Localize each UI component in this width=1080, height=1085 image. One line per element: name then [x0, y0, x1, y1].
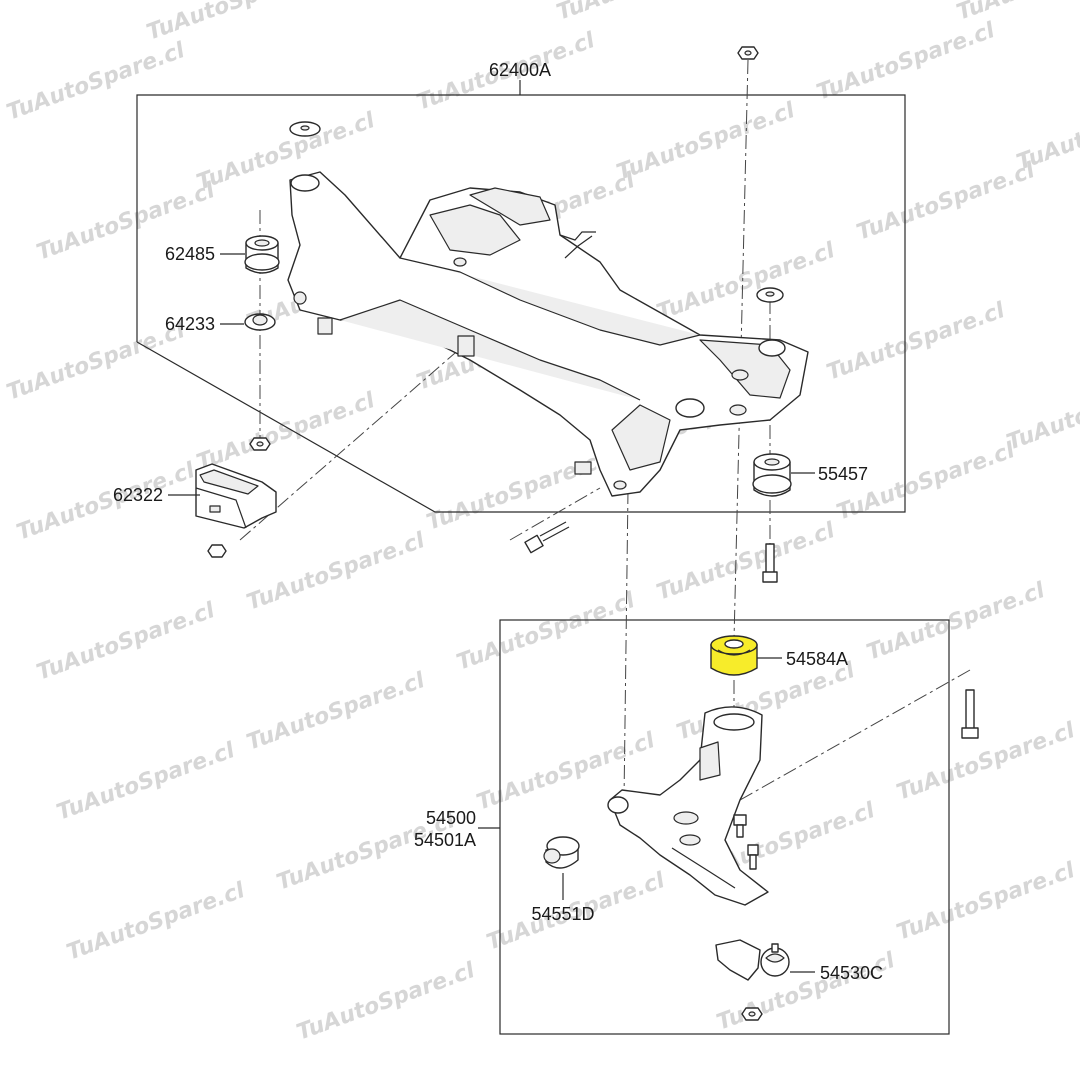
nut-bracket	[207, 544, 227, 558]
watermark-text: TuAutoSpare.cl	[194, 108, 379, 196]
label-54551d: 54551D	[531, 904, 594, 924]
watermark-text: TuAutoSpare.cl	[1004, 368, 1080, 456]
watermark-text: TuAutoSpare.cl	[454, 588, 639, 676]
ball-joint-54530c	[715, 939, 790, 981]
label-64233: 64233	[165, 314, 215, 334]
lower-arm-group-frame	[499, 619, 950, 1035]
watermark-text: TuAutoSpare.cl	[894, 718, 1079, 806]
washer-right	[756, 287, 784, 303]
bush-54584a-highlighted	[710, 635, 758, 676]
watermark-text: TuAutoSpare.cl	[14, 458, 199, 546]
watermark-text: TuAutoSpare.cl	[554, 0, 739, 26]
watermark-text: TuAutoSpare.cl	[894, 858, 1079, 946]
watermark-text: TuAutoSpare.cl	[244, 668, 429, 756]
watermark-text: TuAutoSpare.cl	[424, 448, 609, 536]
watermark-text: TuAutoSpare.cl	[294, 958, 479, 1046]
bush-54551d	[543, 836, 580, 869]
watermark-text: TuAutoSpare.cl	[814, 18, 999, 106]
nut-left	[249, 437, 271, 451]
lower-arm-54500	[607, 706, 769, 906]
label-54584a: 54584A	[786, 649, 848, 669]
label-62485: 62485	[165, 244, 215, 264]
watermark-text: TuAutoSpare.cl	[64, 878, 249, 966]
bolt-outside	[961, 689, 979, 739]
bolt-arm-1	[733, 814, 747, 838]
bush-55457	[752, 453, 792, 497]
watermark-text: TuAutoSpare.cl	[824, 298, 1009, 386]
watermark-text: TuAutoSpare.cl	[34, 598, 219, 686]
label-54500: 54500	[426, 808, 476, 828]
watermark-text: TuAutoSpare.cl	[674, 658, 859, 746]
watermark-text: TuAutoSpare.cl	[614, 98, 799, 186]
label-54530c: 54530C	[820, 963, 883, 983]
label-54501a: 54501A	[414, 830, 476, 850]
watermark-text: TuAutoSpare.cl	[654, 518, 839, 606]
watermark-text: TuAutoSpare.cl	[4, 38, 189, 126]
subframe-62400a	[287, 171, 809, 497]
bush-62485	[244, 235, 280, 274]
label-62400a: 62400A	[489, 60, 551, 80]
nut-ball-joint	[741, 1007, 763, 1021]
watermark-text: TuAutoSpare.cl	[144, 0, 329, 46]
watermark-text: TuAutoSpare.cl	[194, 388, 379, 476]
bracket-62322	[195, 463, 277, 529]
bolt-right	[762, 543, 778, 583]
watermark-text: TuAutoSpare.cl	[954, 0, 1080, 26]
watermark-text: TuAutoSpare.cl	[854, 158, 1039, 246]
washer-top-left-hole	[300, 125, 310, 131]
label-55457: 55457	[818, 464, 868, 484]
nut-top	[737, 46, 759, 60]
bolt-arm-2	[747, 844, 759, 870]
watermark-text: TuAutoSpare.cl	[244, 528, 429, 616]
watermark-text: TuAutoSpare.cl	[864, 578, 1049, 666]
washer-64233	[244, 313, 276, 331]
bolt-center	[524, 521, 570, 554]
watermark-text: TuAutoSpare.cl	[654, 238, 839, 326]
label-62322: 62322	[113, 485, 163, 505]
watermark-text: TuAutoSpare.cl	[54, 738, 239, 826]
watermark-text: TuAutoSpare.cl	[4, 318, 189, 406]
subframe-group-frame	[136, 94, 906, 513]
